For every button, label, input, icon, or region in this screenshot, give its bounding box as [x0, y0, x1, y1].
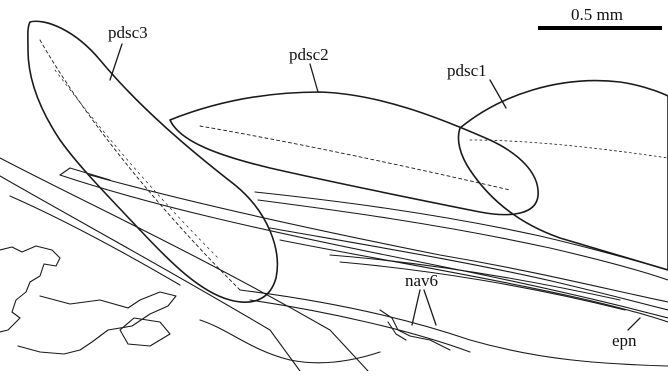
label-pdsc3: pdsc3	[108, 24, 148, 41]
pdsc3-shape	[28, 21, 278, 302]
label-pdsc1: pdsc1	[447, 62, 487, 79]
scale-bar-label: 0.5 mm	[571, 6, 623, 23]
label-pdsc2: pdsc2	[289, 46, 329, 63]
label-epn: epn	[612, 332, 637, 349]
scale-bar	[538, 26, 662, 30]
tissue-outline	[0, 246, 450, 363]
label-nav6: nav6	[405, 272, 438, 289]
pdsc1-midrib	[470, 140, 668, 158]
pdsc2-shape	[170, 92, 538, 215]
stem-lines	[0, 158, 668, 371]
